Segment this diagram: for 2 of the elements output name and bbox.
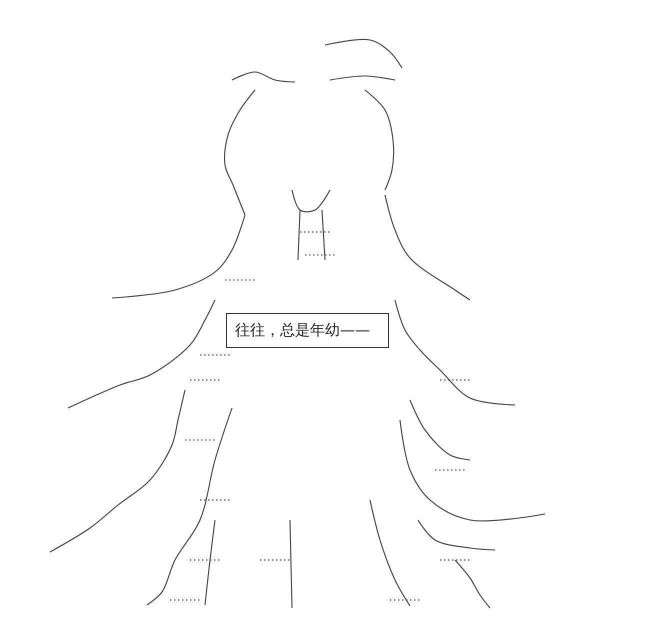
caption-text: 往往，总是年幼—— <box>235 321 370 340</box>
text-box <box>226 313 389 348</box>
